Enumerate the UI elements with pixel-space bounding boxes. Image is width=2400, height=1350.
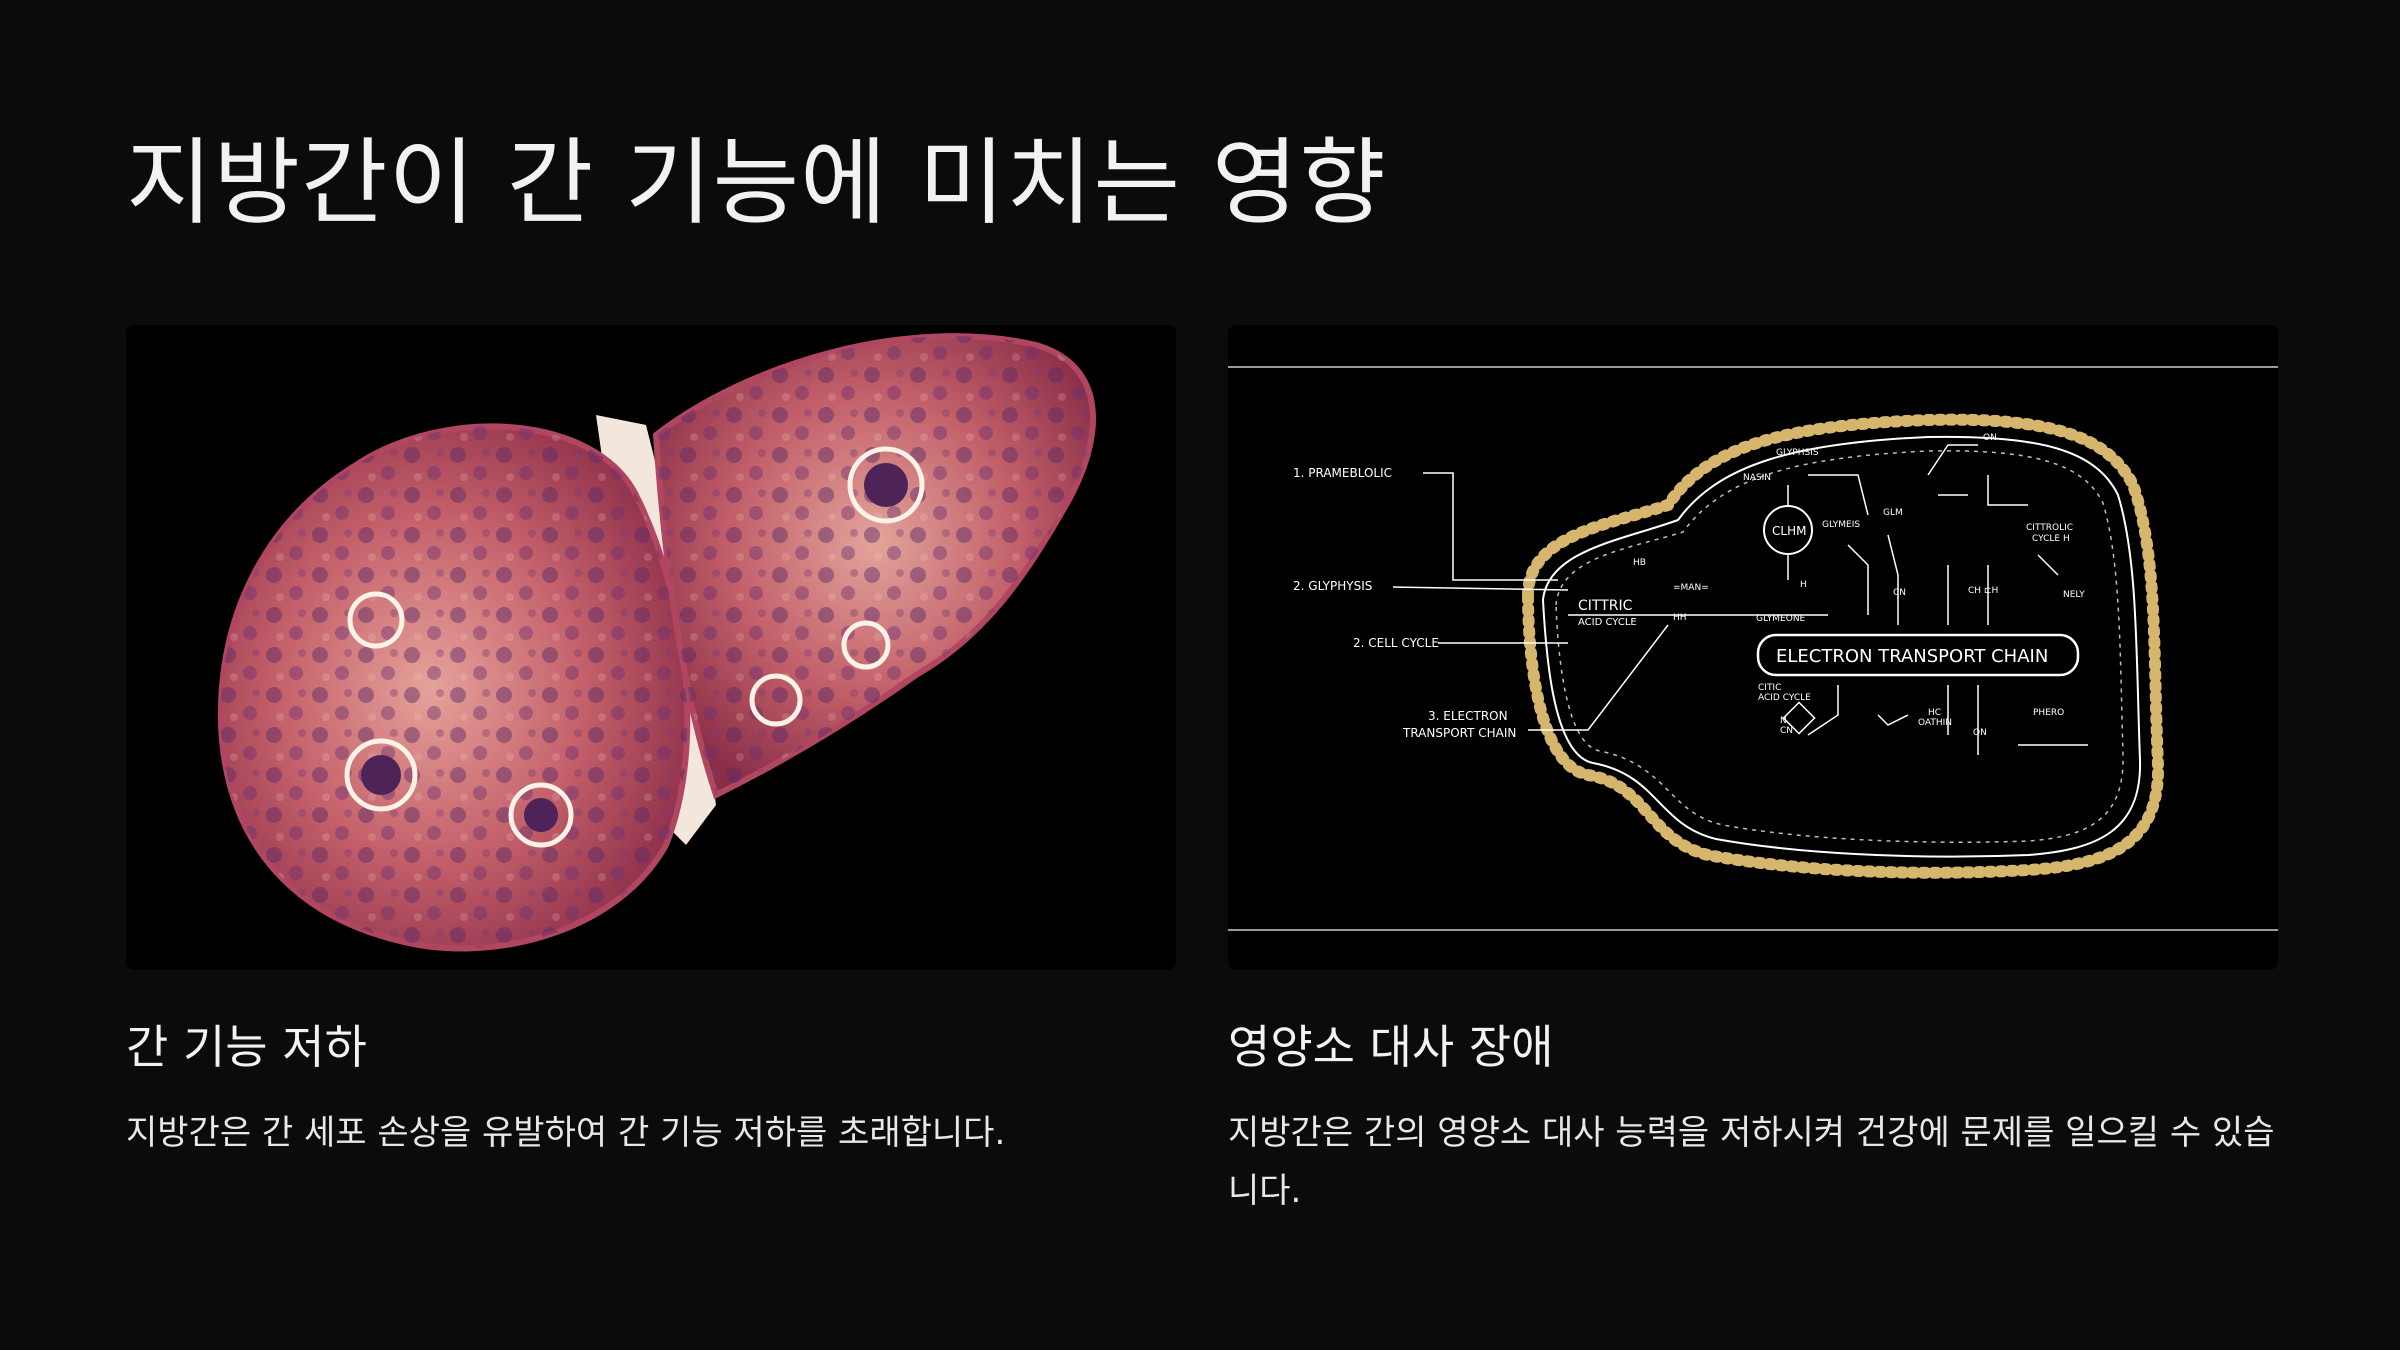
label-oathin: OATHIN [1918,718,1952,728]
label-cycle-h: CYCLE H [2032,534,2070,544]
label-glymeis: GLYMEIS [1822,520,1860,530]
label-glm: GLM [1883,508,1903,518]
label-hb: HB [1633,558,1646,568]
label-citic-acid-cycle: ACID CYCLE [1758,693,1811,703]
card-nutrient-metabolism: 1. PRAMEBLOLIC 2. GLYPHYSIS 2. CELL CYCL… [1228,325,2278,1220]
card-liver-function: 간 기능 저하 지방간은 간 세포 손상을 유발하여 간 기능 저하를 초래합니… [126,325,1176,1162]
liver-histology-image [126,325,1176,970]
label-ch: CH ⊏H [1968,586,1998,596]
label-on-2: ON [1973,728,1987,738]
label-electron-transport-chain: ELECTRON TRANSPORT CHAIN [1776,646,2048,667]
label-man: =MAN= [1673,583,1709,593]
label-hh: HH [1673,613,1687,623]
label-cn-2: CN [1780,726,1793,736]
label-hc: HC [1928,708,1941,718]
label-nely: NELY [2063,590,2085,600]
label-cell-cycle: 2. CELL CYCLE [1353,636,1439,650]
card-heading: 영양소 대사 장애 [1228,1020,1554,1074]
label-n: N [1780,716,1787,726]
label-acid-cycle: ACID CYCLE [1578,617,1637,628]
label-clhm: CLHM [1772,524,1806,538]
card-description: 지방간은 간 세포 손상을 유발하여 간 기능 저하를 초래합니다. [126,1112,1006,1153]
label-phero: PHERO [2033,708,2064,718]
metabolism-diagram-image: 1. PRAMEBLOLIC 2. GLYPHYSIS 2. CELL CYCL… [1228,325,2278,970]
label-glyphysis: 2. GLYPHYSIS [1293,579,1372,593]
label-h: H [1800,580,1807,590]
page-title: 지방간이 간 기능에 미치는 영향 [126,129,1387,238]
label-citrolic: CITTROLIC [2026,523,2073,533]
label-glymeone: GLYMEONE [1756,614,1806,624]
label-cn: CN [1893,588,1906,598]
label-transport-chain: TRANSPORT CHAIN [1402,726,1516,740]
card-description: 지방간은 간의 영양소 대사 능력을 저하시켜 건강에 문제를 일으킬 수 있습… [1228,1112,2275,1211]
label-citic: CITIC [1758,683,1781,693]
label-on: ON [1983,433,1997,443]
label-citric: CITTRIC [1578,598,1633,614]
label-nasin: NASIN [1743,473,1771,483]
label-glyphsis: GLYPHSIS [1776,448,1819,458]
label-electron: 3. ELECTRON [1428,709,1508,723]
card-heading: 간 기능 저하 [126,1020,367,1074]
label-prameblolic: 1. PRAMEBLOLIC [1293,466,1392,480]
